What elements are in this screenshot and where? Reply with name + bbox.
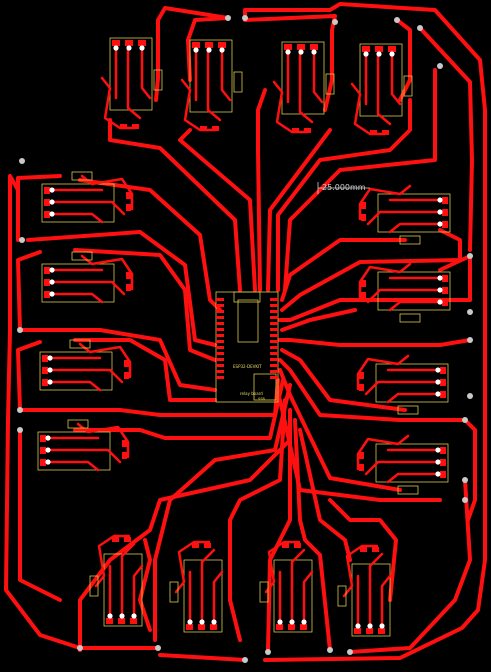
via <box>225 15 231 21</box>
via <box>327 647 333 653</box>
relay-top-1 <box>100 37 163 130</box>
via <box>417 25 423 31</box>
via <box>462 477 468 483</box>
via <box>265 649 271 655</box>
mcu-left-pins <box>216 298 224 379</box>
via <box>19 158 25 164</box>
mcu-label-upper: ESP32-DEVKIT <box>233 364 262 369</box>
relay-bottom-1 <box>89 534 144 627</box>
via <box>467 393 473 399</box>
via <box>19 237 25 243</box>
via <box>394 17 400 23</box>
perimeter-traces <box>4 2 487 662</box>
dimension-label: 25.000mm <box>322 183 366 192</box>
mcu-label-lower: relay board <box>240 391 263 396</box>
relay-right-1 <box>358 184 451 245</box>
via <box>467 337 473 343</box>
relay-left-3 <box>39 339 132 392</box>
dimension-marker: 25.000mm <box>317 182 370 194</box>
via <box>242 15 248 21</box>
relay-top-3 <box>272 41 335 134</box>
relay-right-4 <box>356 434 449 495</box>
via <box>462 417 468 423</box>
vias <box>17 15 473 663</box>
relay-right-2 <box>358 262 451 323</box>
relay-top-2 <box>180 39 243 132</box>
via <box>437 63 443 69</box>
via <box>467 253 473 259</box>
via <box>332 19 338 25</box>
mcu-right-pins <box>270 298 278 379</box>
relay-bottom-3 <box>259 540 314 633</box>
relay-bottom-4 <box>337 544 392 637</box>
via <box>347 649 353 655</box>
via <box>462 497 468 503</box>
relay-top-4 <box>350 43 413 136</box>
relay-right-3 <box>356 354 449 415</box>
mcu-label-small: SSR <box>258 397 265 401</box>
relay-left-4 <box>37 419 130 472</box>
via <box>77 645 83 651</box>
via <box>17 427 23 433</box>
via <box>467 309 473 315</box>
via <box>17 327 23 333</box>
via <box>155 645 161 651</box>
relay-left-1 <box>41 171 134 224</box>
relay-bottom-2 <box>169 540 224 633</box>
via <box>242 657 248 663</box>
signal-traces <box>18 14 472 652</box>
via <box>17 407 23 413</box>
relay-left-2 <box>41 251 134 304</box>
mcu-module: ESP32-DEVKIT relay board SSR <box>215 291 279 403</box>
